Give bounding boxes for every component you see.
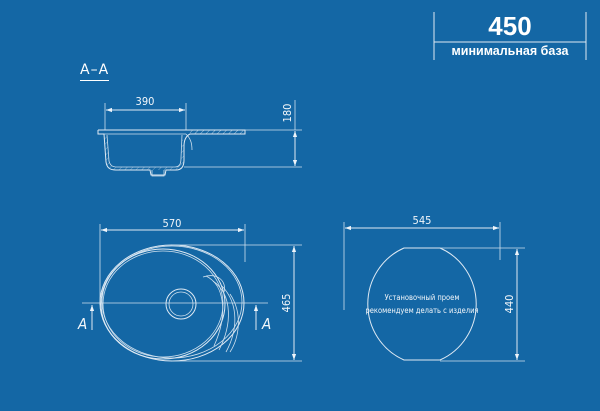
min-base-label: минимальная база (451, 44, 569, 58)
top-width-dim: 570 (163, 217, 182, 230)
section-width-dim: 390 (136, 95, 155, 108)
top-view: 570 A A 465 (77, 217, 302, 362)
cutout-view: 545 440 Установочный проем рекомендуем д… (343, 214, 525, 362)
min-base-block: 450 минимальная база (433, 12, 587, 60)
min-base-value: 450 (488, 11, 532, 41)
section-title-text: А–А (80, 62, 110, 81)
top-height-dim: 465 (280, 294, 293, 313)
cutout-height-dim: 440 (503, 295, 516, 314)
section-mark-left: A (77, 315, 87, 333)
section-height-dim: 180 (281, 104, 294, 123)
cutout-note-line2: рекомендуем делать с изделия (365, 306, 478, 315)
cutout-note-line1: Установочный проем (385, 293, 460, 302)
section-title: А–А (80, 62, 110, 81)
cutout-width-dim: 545 (413, 214, 432, 227)
section-view: 390 180 (97, 95, 302, 177)
section-mark-right: A (261, 315, 271, 333)
